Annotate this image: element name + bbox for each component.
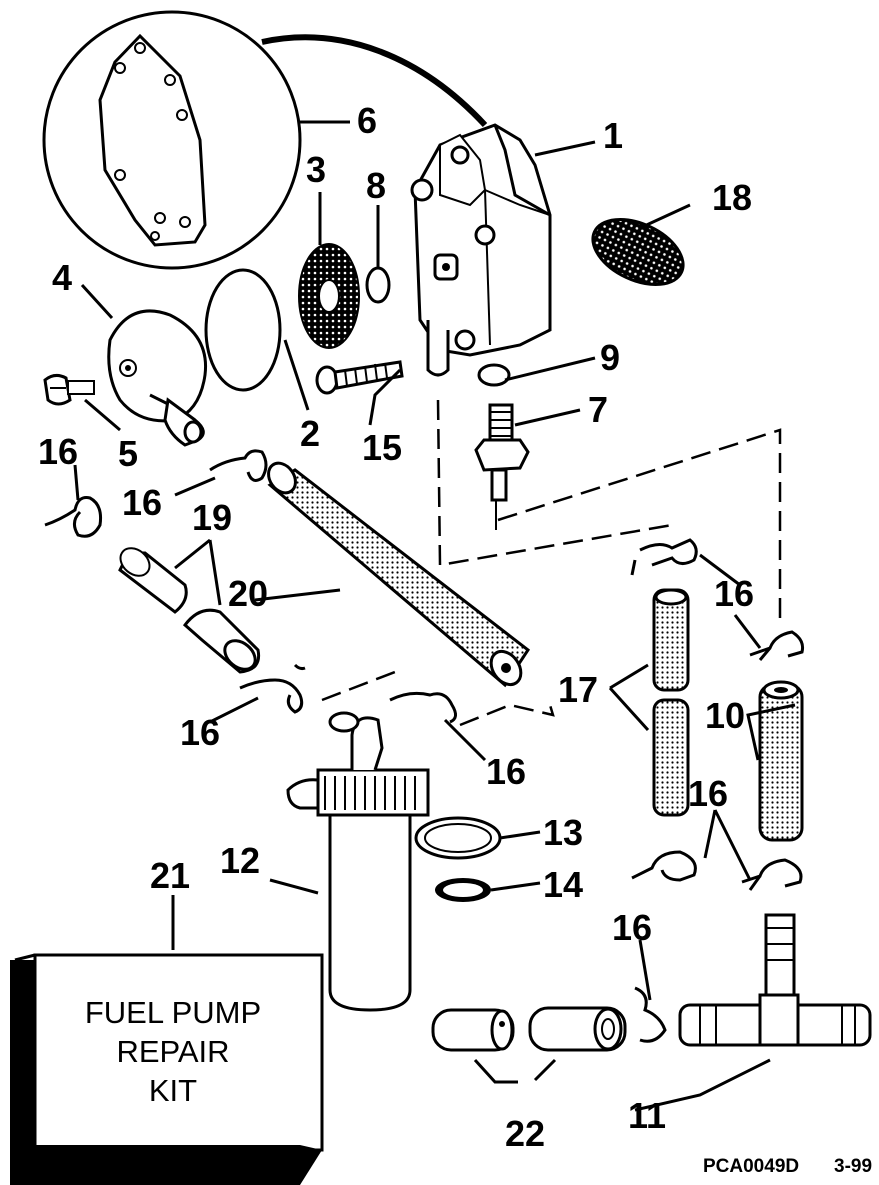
pump-cover bbox=[107, 309, 208, 447]
callout-16-b: 16 bbox=[122, 482, 162, 523]
o-ring-8 bbox=[365, 266, 391, 304]
t-fitting-11 bbox=[678, 913, 872, 1047]
callout-15: 15 bbox=[362, 427, 402, 468]
leader-lines bbox=[73, 120, 796, 1112]
filter-tube-20 bbox=[267, 461, 531, 688]
clamp-16 bbox=[44, 449, 804, 1043]
filter-10 bbox=[758, 680, 804, 842]
callout-18: 18 bbox=[712, 177, 752, 218]
callout-7: 7 bbox=[588, 389, 608, 430]
drawing-date: 3-99 bbox=[834, 1156, 872, 1177]
drawing-code: PCA0049D bbox=[703, 1156, 799, 1177]
kit-label-line-2: REPAIR bbox=[116, 1034, 229, 1069]
gasket-13 bbox=[414, 816, 502, 860]
callout-16-f: 16 bbox=[688, 773, 728, 814]
callout-16-c: 16 bbox=[714, 573, 754, 614]
callout-21: 21 bbox=[150, 855, 190, 896]
callout-3: 3 bbox=[306, 149, 326, 190]
kit-label-line-1: FUEL PUMP bbox=[85, 995, 261, 1030]
callout-22: 22 bbox=[505, 1113, 545, 1154]
screw-5 bbox=[43, 373, 95, 406]
callout-numbers: 1 2 3 4 5 6 7 8 9 10 11 12 13 14 15 16 1… bbox=[38, 100, 754, 1154]
callout-11: 11 bbox=[628, 1095, 666, 1136]
fuel-filter-bowl bbox=[286, 711, 430, 1012]
callout-8: 8 bbox=[366, 165, 386, 206]
callout-2: 2 bbox=[300, 413, 320, 454]
repair-kit-box bbox=[10, 953, 324, 1185]
callout-16-e: 16 bbox=[486, 751, 526, 792]
screw-15 bbox=[315, 360, 404, 395]
filter-17 bbox=[652, 588, 690, 817]
hose-22 bbox=[431, 1006, 627, 1052]
fuel-pump-body bbox=[410, 123, 552, 377]
callout-5: 5 bbox=[118, 433, 138, 474]
pump-screen bbox=[591, 218, 685, 286]
callout-20: 20 bbox=[228, 573, 268, 614]
filter-screen bbox=[298, 243, 360, 349]
fuel-line-routes bbox=[321, 399, 782, 727]
callout-6: 6 bbox=[357, 100, 377, 141]
callout-9: 9 bbox=[600, 337, 620, 378]
callout-14: 14 bbox=[543, 864, 583, 905]
callout-16-d: 16 bbox=[180, 712, 220, 753]
callout-19: 19 bbox=[192, 497, 232, 538]
callout-12: 12 bbox=[220, 840, 260, 881]
hose-19 bbox=[118, 547, 261, 674]
callout-16-g: 16 bbox=[612, 907, 652, 948]
callout-4: 4 bbox=[52, 257, 72, 298]
fitting-7 bbox=[474, 403, 530, 530]
callout-17: 17 bbox=[558, 669, 598, 710]
gasket-detail-circle bbox=[42, 10, 488, 270]
callout-13: 13 bbox=[543, 812, 583, 853]
callout-16-a: 16 bbox=[38, 431, 78, 472]
o-ring-14 bbox=[435, 878, 491, 902]
washer-9 bbox=[477, 363, 511, 387]
callout-1: 1 bbox=[603, 115, 623, 156]
kit-label-line-3: KIT bbox=[149, 1073, 197, 1108]
callout-10: 10 bbox=[705, 695, 745, 736]
o-ring-2 bbox=[204, 268, 282, 392]
